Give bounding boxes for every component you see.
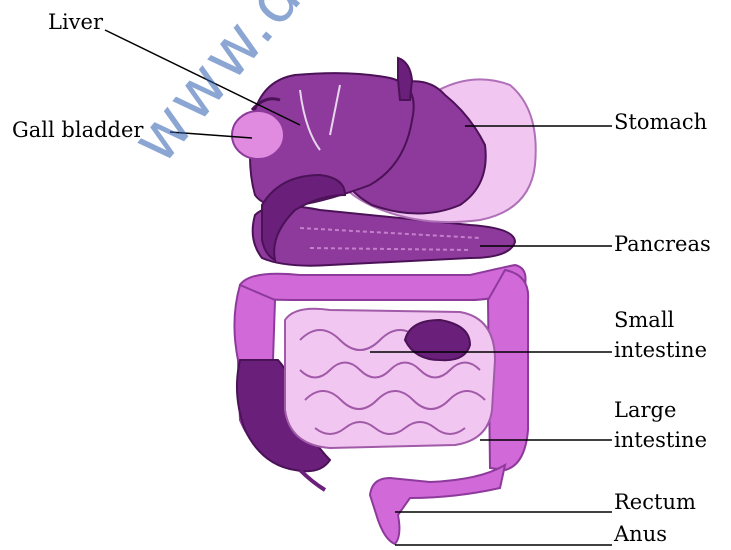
label-liver: Liver [48,10,103,34]
label-pancreas: Pancreas [614,232,711,256]
label-small-intestine-line2: intestine [614,338,707,362]
label-large-intestine-line2: intestine [614,428,707,452]
label-anus: Anus [614,522,667,546]
label-small-intestine-line1: Small [614,308,674,332]
label-large-intestine-line1: Large [614,398,676,422]
label-rectum: Rectum [614,490,696,514]
label-gall-bladder: Gall bladder [12,118,143,142]
label-stomach: Stomach [614,110,707,134]
small-intestine-shape [285,309,495,448]
